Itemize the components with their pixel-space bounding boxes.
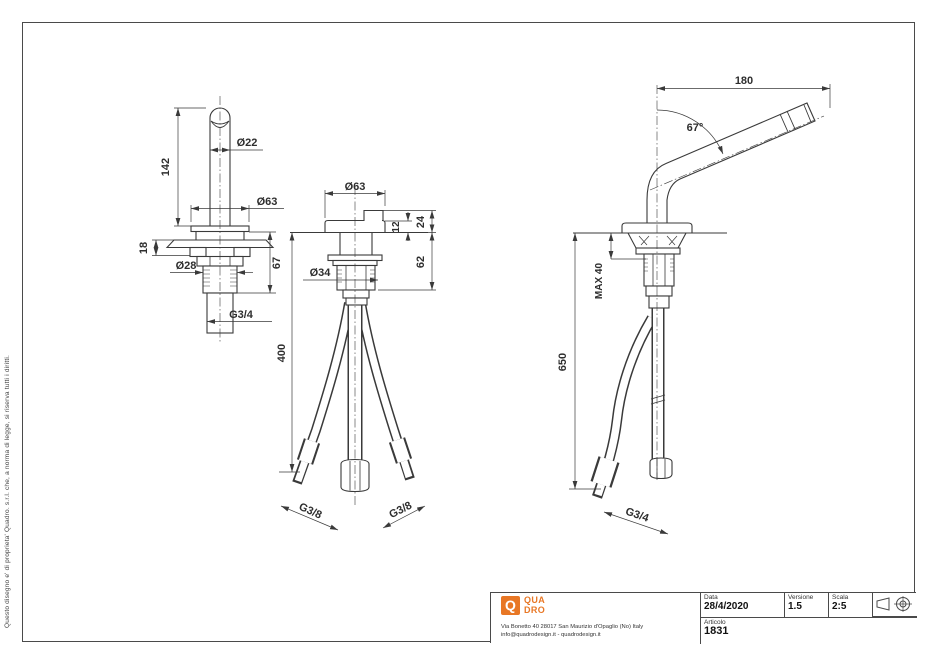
article-cell: Articolo 1831 bbox=[700, 617, 917, 644]
side-flange-h-label: 12 bbox=[391, 221, 402, 233]
side-block-h-label: 24 bbox=[415, 215, 427, 228]
version-cell: Versione 1.5 bbox=[784, 593, 828, 617]
date-value: 28/4/2020 bbox=[704, 601, 749, 612]
front-height-label: 142 bbox=[160, 158, 172, 176]
profile-hose-label: G3/4 bbox=[624, 506, 651, 525]
scale-value: 2:5 bbox=[832, 601, 847, 612]
side-hose-right-label: G3/8 bbox=[387, 500, 414, 522]
company-contacts: info@quadrodesign.it - quadrodesign.it bbox=[501, 632, 601, 638]
dim-g38-left bbox=[280, 505, 339, 531]
version-label: Versione bbox=[788, 594, 814, 601]
dim-g38-right bbox=[382, 505, 426, 529]
scale-label: Scala bbox=[832, 594, 849, 601]
side-hose-len-label: 400 bbox=[276, 344, 288, 362]
front-flange-d-label: Ø63 bbox=[257, 196, 278, 208]
supply-hose bbox=[590, 315, 657, 499]
center-pipe-nut-facets bbox=[349, 461, 361, 491]
threaded-body-facets bbox=[652, 254, 666, 286]
side-view: Ø63 24 12 62 Ø34 400 G3/8 G3/8 bbox=[276, 181, 436, 531]
connector-b bbox=[345, 297, 368, 306]
first-angle-projection-icon bbox=[876, 596, 912, 612]
front-outlet-label: G3/4 bbox=[229, 309, 254, 321]
article-label: Articolo bbox=[704, 619, 726, 626]
sheet-border-frame bbox=[22, 22, 915, 642]
company-cell: Q QUA DRO Via Bonetto 40 28017 San Mauri… bbox=[491, 593, 700, 643]
center-pipe-nut bbox=[649, 457, 673, 480]
flange-neck bbox=[195, 231, 245, 240]
profile-angle-label: 67° bbox=[687, 122, 704, 134]
side-under-h-label: 62 bbox=[415, 256, 427, 268]
scale-cell: Scala 2:5 bbox=[828, 593, 872, 617]
supply-hoses bbox=[292, 302, 415, 485]
front-escutcheon-h-label: 18 bbox=[138, 242, 150, 254]
front-thread-d-label: Ø28 bbox=[176, 260, 197, 272]
connector-b bbox=[648, 295, 670, 309]
spout-axis-centerline bbox=[649, 115, 825, 191]
aerator-lines bbox=[779, 104, 812, 133]
front-spout-d-label: Ø22 bbox=[237, 137, 258, 149]
profile-max-panel-label: MAX 40 bbox=[594, 263, 605, 300]
threaded-body bbox=[643, 253, 675, 287]
connector-a bbox=[342, 289, 370, 299]
profile-hose-len-label: 650 bbox=[557, 353, 569, 371]
version-value: 1.5 bbox=[788, 601, 802, 612]
locking-nut-facets bbox=[209, 256, 231, 266]
angle-arc-67 bbox=[656, 109, 724, 155]
date-cell: Data 28/4/2020 bbox=[700, 593, 784, 617]
center-pipe-nut bbox=[340, 458, 370, 493]
side-flange-d-label: Ø63 bbox=[345, 181, 366, 193]
front-under-h-label: 67 bbox=[271, 257, 283, 269]
threaded-body bbox=[336, 264, 376, 291]
spout-outline bbox=[646, 102, 816, 234]
dim-g34 bbox=[603, 511, 669, 535]
profile-view: 180 67° MAX 40 650 G3/4 bbox=[557, 75, 831, 535]
article-value: 1831 bbox=[704, 625, 729, 637]
company-address: Via Bonetto 40 28017 San Maurizio d'Opag… bbox=[501, 624, 644, 630]
escutcheon-foot-right bbox=[233, 246, 251, 258]
quadro-logo-text: QUA DRO bbox=[524, 595, 546, 615]
side-body-d-label: Ø34 bbox=[310, 267, 332, 279]
quadro-logo-icon: Q bbox=[501, 596, 520, 615]
profile-reach-label: 180 bbox=[735, 75, 753, 87]
logo-line1: QUA bbox=[524, 595, 546, 605]
date-label: Data bbox=[704, 594, 718, 601]
escutcheon-foot-left bbox=[189, 246, 207, 258]
pipe-joint-ticks bbox=[650, 394, 666, 405]
threaded-body-facets bbox=[345, 265, 367, 290]
front-view: 142 Ø22 Ø63 18 Ø28 67 G3/4 bbox=[138, 96, 284, 342]
under-deck-tube bbox=[339, 232, 373, 255]
title-block: Q QUA DRO Via Bonetto 40 28017 San Mauri… bbox=[490, 592, 917, 644]
connector-a bbox=[645, 285, 673, 297]
projection-cell bbox=[872, 593, 917, 617]
escutcheon-clips bbox=[638, 235, 678, 246]
thread-ticks bbox=[203, 269, 237, 287]
logo-line2: DRO bbox=[524, 604, 546, 615]
washer bbox=[635, 247, 681, 255]
